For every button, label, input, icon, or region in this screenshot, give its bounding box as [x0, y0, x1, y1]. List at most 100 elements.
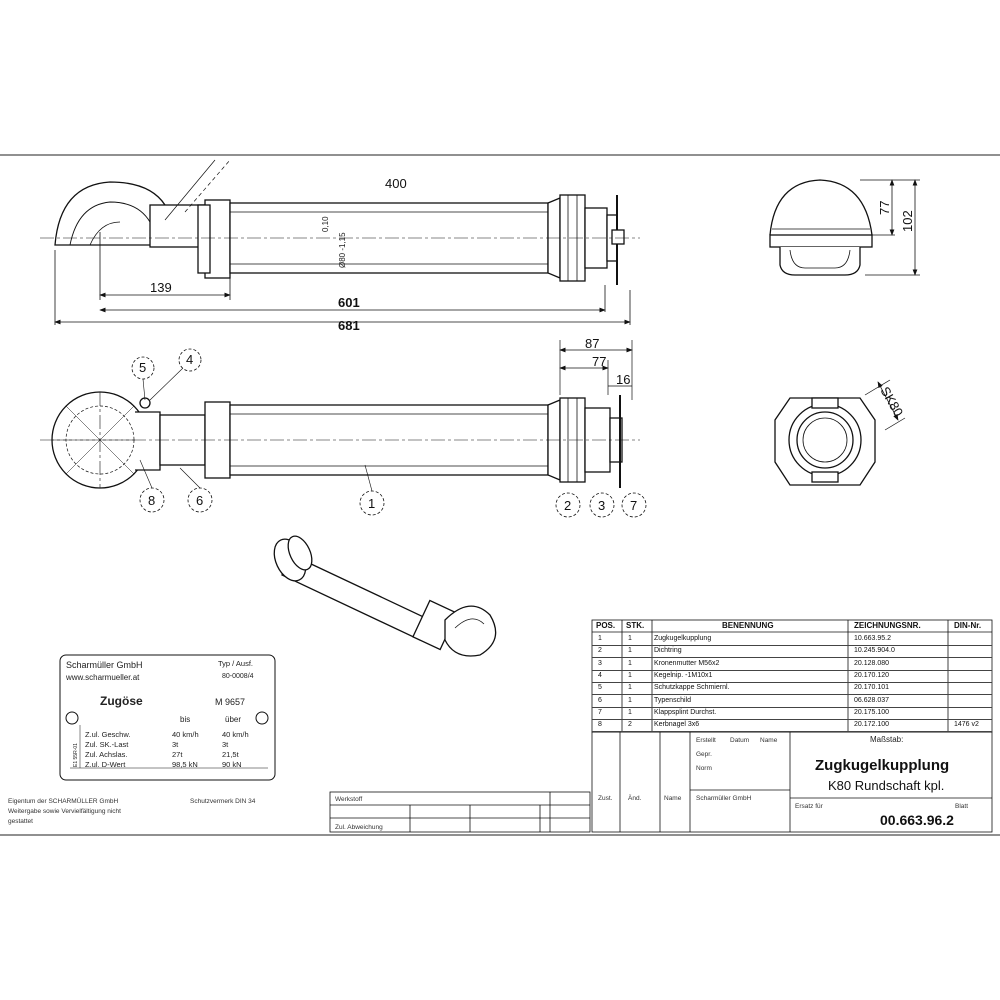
plate-row-cell: Zul. SK.-Last — [85, 740, 129, 749]
parts-cell: 1476 v2 — [954, 721, 979, 729]
top-view-dimensions — [54, 232, 631, 325]
plate-row-cell: Z.ul. D-Wert — [85, 760, 126, 769]
callout-2: 2 — [564, 498, 571, 513]
svg-text:Werkstoff: Werkstoff — [335, 796, 362, 803]
svg-text:Scharmüller GmbH: Scharmüller GmbH — [696, 795, 752, 802]
col-stk: STK. — [626, 621, 645, 630]
callout-1: 1 — [368, 496, 375, 511]
parts-cell: 06.628.037 — [854, 696, 890, 704]
callout-group — [131, 348, 647, 518]
plate-company: Scharmüller GmbH — [66, 660, 143, 670]
plate-type-label: Typ / Ausf. — [218, 659, 253, 668]
col-pos: POS. — [596, 621, 616, 630]
svg-text:Gepr.: Gepr. — [696, 751, 712, 758]
isometric-view — [273, 535, 497, 657]
dim-sk80: SK80 — [877, 384, 906, 419]
plate-side-code: E1 55R-01 — [73, 743, 79, 767]
plate-row-cell: 40 km/h — [172, 730, 199, 739]
parts-cell: 20.170.120 — [854, 671, 890, 679]
plate-row-cell: 27t — [172, 750, 183, 759]
parts-cell: 10.663.95.2 — [854, 635, 891, 642]
parts-cell: 4 — [598, 671, 602, 679]
parts-cell: 20.175.100 — [854, 708, 890, 716]
dim-681: 681 — [338, 318, 360, 333]
callout-7: 7 — [630, 498, 637, 513]
plate-row-cell: 40 km/h — [222, 730, 249, 739]
svg-text:Zul. Abweichung: Zul. Abweichung — [335, 824, 383, 831]
parts-cell: 1 — [628, 635, 632, 642]
plate-row-cell: Zul. Achslas. — [85, 750, 128, 759]
dim-side-102: 102 — [900, 210, 915, 232]
plate-row-cell: Z.ul. Geschw. — [85, 730, 130, 739]
callout-6: 6 — [196, 493, 203, 508]
parts-cell: 1 — [628, 659, 632, 667]
dim-tolerance-hi: 0,10 — [321, 216, 330, 232]
parts-cell: Schutzkappe Schmiernl. — [654, 684, 730, 692]
svg-text:Eigentum der SCHARMÜLLER GmbH: Eigentum der SCHARMÜLLER GmbH — [8, 797, 118, 805]
scale-label: Maßstab: — [870, 735, 903, 744]
plate-row-cell: 98,5 kN — [172, 760, 198, 769]
parts-row: 8 2 Kerbnagel 3x6 20.172.100 1476 v2 — [592, 719, 992, 733]
callout-4: 4 — [186, 352, 193, 367]
svg-text:Weitergabe sowie Vervielfältig: Weitergabe sowie Vervielfältigung nicht — [8, 808, 121, 815]
parts-cell: Zugkugelkupplung — [654, 635, 712, 642]
parts-list-header: POS. STK. BENENNUNG ZEICHNUNGSNR. DIN-Nr… — [592, 621, 992, 633]
svg-text:Norm: Norm — [696, 765, 712, 772]
plate-row-cell: 3t — [172, 740, 179, 749]
dim-side-77: 77 — [877, 201, 892, 215]
plate-col-uber: über — [225, 715, 241, 724]
parts-cell: Typenschild — [654, 696, 691, 704]
dim-601: 601 — [338, 295, 360, 310]
title-block-small-text: Erstellt Gepr. Norm Datum Name Zust. Änd… — [335, 737, 968, 831]
front-view — [40, 340, 640, 489]
dim-16: 16 — [616, 372, 630, 387]
svg-text:Zust.: Zust. — [598, 795, 613, 802]
plate-row-cell: 21,5t — [222, 750, 240, 759]
dim-400: 400 — [385, 176, 407, 191]
parts-cell: 20.128.080 — [854, 659, 890, 667]
parts-cell: Dichtring — [654, 647, 682, 655]
col-benennung: BENENNUNG — [722, 621, 774, 630]
parts-cell: 1 — [628, 696, 632, 704]
parts-cell: Kronenmutter M56x2 — [654, 659, 720, 667]
svg-text:Name: Name — [664, 795, 682, 802]
callout-3: 3 — [598, 498, 605, 513]
parts-cell: Kerbnagel 3x6 — [654, 721, 700, 729]
plate-model: M 9657 — [215, 697, 245, 707]
parts-cell: Kegelnip. -1M10x1 — [654, 671, 713, 679]
drawing-subtitle: K80 Rundschaft kpl. — [828, 778, 944, 793]
parts-cell: 20.172.100 — [854, 721, 890, 729]
parts-cell: 2 — [628, 721, 632, 729]
svg-text:Name: Name — [760, 737, 778, 744]
parts-cell: 5 — [598, 684, 602, 692]
parts-cell: 1 — [628, 684, 632, 692]
svg-text:Ersatz für: Ersatz für — [795, 803, 824, 810]
parts-cell: 8 — [598, 721, 602, 729]
dim-87: 87 — [585, 336, 599, 351]
plate-product: Zugöse — [100, 694, 143, 708]
parts-cell: Klappsplint Durchst. — [654, 708, 717, 716]
drawing-number: 00.663.96.2 — [880, 812, 954, 828]
parts-cell: 2 — [598, 647, 602, 655]
plate-row-cell: 90 kN — [222, 760, 242, 769]
svg-text:Datum: Datum — [730, 737, 749, 744]
parts-cell: 1 — [628, 647, 632, 655]
side-view-ball — [769, 179, 920, 276]
drawing-title: Zugkugelkupplung — [815, 757, 949, 774]
nameplate-frame — [59, 654, 276, 781]
dim-77: 77 — [592, 354, 606, 369]
col-zeichnungsnr: ZEICHNUNGSNR. — [854, 621, 921, 630]
plate-type-value: 80-0008/4 — [222, 673, 254, 680]
svg-text:Änd.: Änd. — [628, 794, 642, 802]
parts-list: POS. STK. BENENNUNG ZEICHNUNGSNR. DIN-Nr… — [592, 620, 992, 733]
parts-cell: 1 — [628, 708, 632, 716]
col-din: DIN-Nr. — [954, 621, 982, 630]
callout-5: 5 — [139, 360, 146, 375]
plate-col-bis: bis — [180, 715, 190, 724]
svg-text:Erstellt: Erstellt — [696, 737, 716, 744]
